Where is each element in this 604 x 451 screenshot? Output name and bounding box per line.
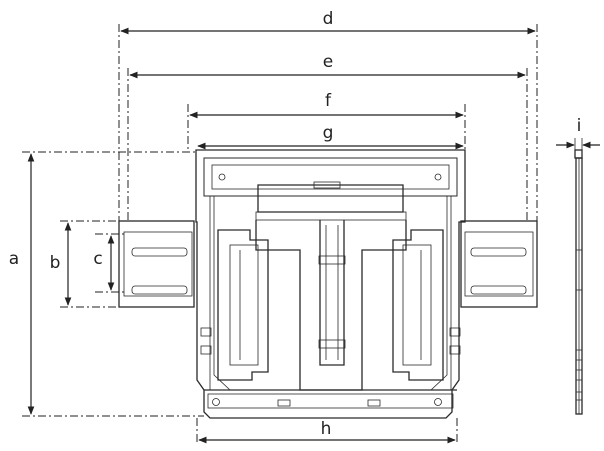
dimension-label-f: f — [325, 91, 332, 111]
dimension-labels: d e f g a b c h i — [9, 9, 582, 439]
right-slider — [392, 229, 461, 381]
right-arm — [460, 220, 538, 308]
bottom-rail — [204, 389, 457, 409]
dimension-label-a: a — [9, 249, 19, 269]
left-slider — [200, 229, 269, 381]
dimension-label-i: i — [577, 116, 582, 136]
bracket-front-view — [118, 149, 538, 419]
dimension-label-g: g — [323, 123, 334, 143]
dimension-label-e: e — [323, 52, 333, 72]
dimension-label-b: b — [50, 253, 61, 273]
dimension-label-c: c — [93, 249, 102, 269]
dimension-label-h: h — [321, 419, 332, 439]
left-arm — [118, 220, 195, 308]
dimension-lines — [27, 27, 600, 444]
extension-lines — [22, 24, 538, 444]
center-cross-member — [255, 184, 407, 391]
top-rail — [203, 157, 458, 197]
main-plate — [195, 149, 466, 419]
bracket-side-view — [574, 149, 583, 415]
dimension-label-d: d — [323, 9, 334, 29]
